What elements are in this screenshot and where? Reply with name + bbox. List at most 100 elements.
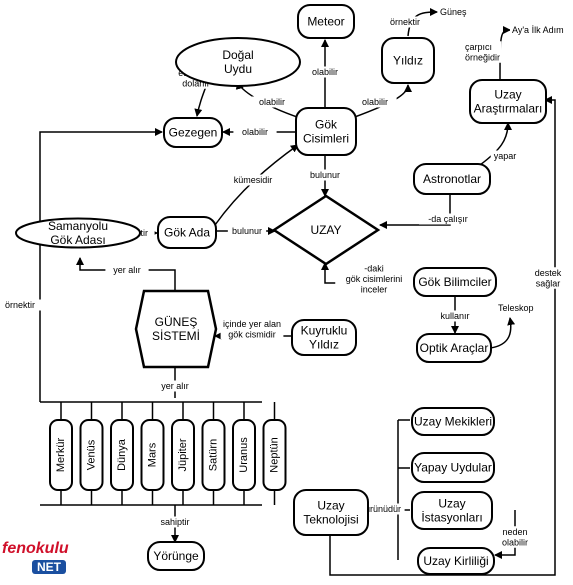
edge-label-olabilir: olabilir [250, 96, 294, 108]
uzay-mekikleri-node: Uzay Mekikleri [411, 407, 495, 436]
edge-label-text: gök cismidir [228, 329, 276, 339]
edge-label-yapar: yapar [490, 150, 520, 162]
edge-label-text: kümesidir [234, 175, 273, 185]
edge-label-text: olabilir [362, 97, 388, 107]
yorunge-node: Yörünge [147, 541, 205, 571]
kuyruklu-yildiz-label-line-1: Kuyruklu [301, 324, 348, 338]
optik-araclar-node: Optik Araçlar [416, 333, 492, 363]
planet-label: Venüs [86, 439, 98, 470]
uzay-teknolojisi-label-line-2: Teknolojisi [303, 512, 358, 526]
gok-cisimleri-label-line-1: Gök [315, 118, 338, 132]
samanyolu-label-line-1: Samanyolu [48, 219, 108, 233]
uzay-kirliligi-label: Uzay Kirliliği [423, 554, 488, 568]
samanyolu-label-line-2: Gök Adası [50, 233, 105, 247]
edge-label-kullanir: kullanır [433, 310, 477, 322]
uzay-istasyonlari-label-line-2: İstasyonları [421, 510, 482, 524]
fenokulu-logo: fenokulu NET [0, 540, 90, 585]
edge-label-text: -daki [364, 264, 384, 274]
gok-bilimciler-node: Gök Bilimciler [413, 267, 497, 297]
kuyruklu-yildiz-label-line-2: Yıldız [309, 337, 339, 351]
edge-label-text: Güneş [440, 7, 467, 17]
edge-label-text: kullanır [440, 311, 469, 321]
edge-label-kumesidir: kümesidir [228, 174, 278, 186]
edge-istasyon-kirlilik [494, 510, 516, 559]
planet-3: Mars [140, 402, 165, 505]
uzay-arastirmalari-label-line-1: Uzay [494, 88, 521, 102]
edge-label-ay-ilk-adim: Ay'a İlk Adım [510, 24, 573, 36]
edge-label-text: bulunur [232, 226, 262, 236]
planet-label: Uranus [238, 437, 250, 473]
yildiz-node: Yıldız [381, 37, 435, 84]
edge-label-text: yer alır [113, 265, 141, 275]
uzay-kirliligi-node: Uzay Kirliliği [417, 547, 495, 575]
planet-label: Merkür [55, 438, 67, 473]
planet-label: Jüpiter [177, 438, 189, 471]
edge-label-olabilir: olabilir [233, 126, 277, 138]
uzay-node: UZAY [271, 194, 381, 266]
edge-label-text: destek [535, 268, 562, 278]
edge-label-text: örnektir [390, 17, 420, 27]
edge-label-text: sağlar [536, 278, 561, 288]
yorunge-label: Yörünge [153, 549, 199, 563]
edge-label-text: olabilir [242, 127, 268, 137]
yildiz-label: Yıldız [393, 54, 423, 68]
uzay-istasyonlari-label-line-1: Uzay [438, 497, 465, 511]
edge-label-text: Teleskop [498, 303, 534, 313]
dogal-uydu-label-line-1: Doğal [222, 48, 253, 62]
planet-group: Merkür Venüs Dünya Mars Jüpiter Satürn Uranus N… [49, 402, 287, 505]
edge-label-urunudur: ürünüdür [361, 503, 405, 515]
planet-2: Dünya [110, 402, 134, 505]
edge-label-text: örneğidir [465, 52, 500, 62]
edge-destek [329, 96, 556, 576]
uzay-arastirmalari-label-line-2: Araştırmaları [474, 101, 543, 115]
gezegen-node: Gezegen [163, 117, 223, 148]
edge-label-teleskop: Teleskop [496, 302, 540, 314]
edge-label-ornektir: örnektir [388, 16, 432, 28]
planet-label: Dünya [116, 438, 128, 471]
gezegen-label: Gezegen [169, 126, 218, 140]
edge-label-text: sahiptir [160, 517, 189, 527]
edge-label-text: olabilir [502, 537, 528, 547]
edge-label-text: yapar [494, 151, 517, 161]
edge-label-text: -da çalışır [428, 214, 468, 224]
planet-0: Merkür [49, 402, 73, 505]
edge-yildiz-gunes [407, 8, 438, 37]
edge-optik-teleskop [489, 317, 516, 349]
edge-astronot-arastirma [479, 122, 512, 166]
nodes: MeteorDoğalUyduYıldızGezegenGökCisimleri… [15, 4, 547, 575]
edge-label-text: dolanır [182, 78, 210, 88]
edge-label-text: olabilir [312, 67, 338, 77]
planet-label: Satürn [208, 439, 220, 471]
edge-label-text: içinde yer alan [223, 319, 281, 329]
watermark-text: fenokulu [2, 540, 69, 557]
yapay-uydular-node: Yapay Uydular [411, 452, 495, 483]
gunes-sistemi-label-line-2: SİSTEMİ [152, 329, 200, 343]
edge-label-text: ürünüdür [365, 504, 401, 514]
edge-label-bulunur: bulunur [305, 169, 345, 181]
edge-label-gunes: Güneş [438, 6, 467, 18]
meteor-node: Meteor [297, 4, 355, 39]
edge-label-text: örnektir [5, 300, 35, 310]
meteor-label: Meteor [307, 15, 344, 29]
edge-label-olabilir: olabilir [303, 66, 347, 78]
edge-label-text: Ay'a İlk Adım [512, 25, 564, 35]
planet-7: Neptün [262, 402, 287, 505]
planet-6: Uranus [232, 402, 256, 505]
planet-label: Neptün [269, 437, 281, 472]
edge-label-text: neden [502, 527, 527, 537]
edge-astronot-uzay [379, 195, 451, 229]
yapay-uydular-label: Yapay Uydular [414, 461, 492, 475]
planet-label: Mars [147, 442, 159, 467]
